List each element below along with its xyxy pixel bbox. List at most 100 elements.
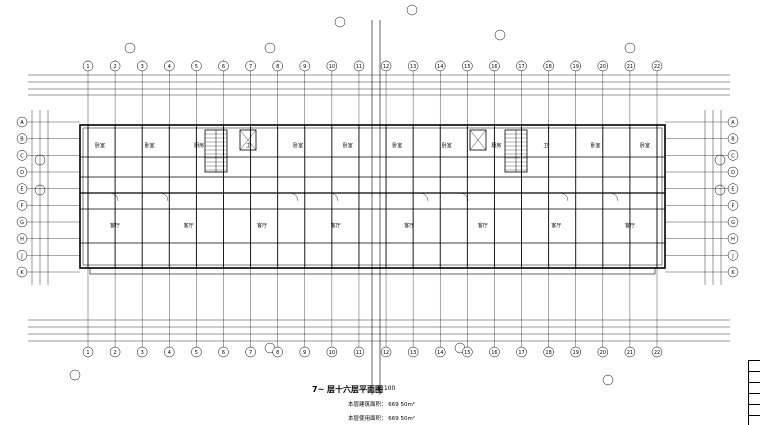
room-label: 客厅	[478, 222, 488, 229]
axis-label: C	[20, 153, 24, 159]
callout-circle	[714, 154, 726, 166]
axis-bubble	[191, 60, 202, 72]
axis-label: 15	[464, 64, 470, 70]
axis-label: 5	[195, 64, 198, 70]
axis-bubble	[16, 150, 28, 161]
balcony	[89, 267, 656, 275]
axis-bubble	[272, 60, 283, 72]
room-label: 卧室	[590, 142, 600, 149]
axis-bubble	[16, 200, 28, 211]
axis-label: 6	[222, 64, 225, 70]
callout-circle	[624, 42, 636, 54]
axis-label: 11	[356, 350, 362, 356]
axis-label: A	[20, 120, 24, 126]
room-label: 客厅	[257, 222, 267, 229]
callout-circle	[264, 42, 276, 54]
room-label: 厨房	[194, 142, 204, 149]
axis-bubble	[570, 346, 581, 358]
axis-label: 9	[303, 350, 306, 356]
axis-label: H	[731, 237, 735, 243]
axis-label: J	[20, 253, 22, 259]
axis-label: 19	[573, 64, 579, 70]
door-swing	[159, 192, 169, 202]
axis-bubble	[543, 346, 554, 358]
axis-bubble	[380, 60, 392, 72]
callout-circle	[406, 4, 418, 16]
axis-bubble	[434, 60, 446, 72]
room-label: 客厅	[625, 222, 635, 229]
axis-label: 15	[464, 350, 470, 356]
axis-label: 16	[491, 64, 497, 70]
axis-label: 16	[491, 350, 497, 356]
elevator-shaft	[239, 129, 257, 151]
axis-bubble	[109, 60, 121, 72]
axis-bubble	[489, 60, 500, 72]
axis-bubble	[516, 346, 527, 358]
room-labels: 卧室卧室厨房卫卧室卧室卧室卧室厨房卫卧室卧室客厅客厅客厅客厅客厅客厅客厅客厅	[95, 142, 650, 229]
axis-bubble	[727, 166, 739, 178]
room-label: 卧室	[442, 142, 452, 149]
axis-label: 21	[627, 64, 633, 70]
room-label: 卫	[246, 143, 251, 149]
axis-bubble	[16, 233, 28, 244]
axis-bubble	[727, 116, 739, 128]
axis-bubble	[245, 346, 256, 358]
axis-bubble	[727, 150, 739, 161]
axis-bubble	[109, 346, 121, 358]
elevator-cross	[469, 129, 487, 151]
outer-wall-inner	[82, 127, 663, 266]
axis-label: H	[20, 237, 24, 243]
plan-linework	[20, 4, 735, 395]
drawing-scale: 1:100	[378, 385, 396, 392]
axis-bubble	[16, 133, 28, 144]
room-label: 客厅	[551, 222, 561, 229]
axis-label: 14	[437, 350, 443, 356]
axis-bubble	[407, 60, 419, 72]
door-swing	[459, 192, 469, 202]
axis-bubble	[651, 346, 663, 358]
axis-label: 4	[168, 64, 171, 70]
axis-label: 9	[303, 64, 306, 70]
axis-bubble	[651, 60, 663, 72]
elevator-cross	[239, 129, 257, 151]
axis-bubble	[191, 346, 202, 358]
usable-area-line: 本层使用面积： 669 50m²	[348, 416, 416, 422]
axis-label: 7	[249, 350, 252, 356]
axis-bubble	[462, 346, 473, 358]
axis-label: 12	[383, 64, 389, 70]
axis-label: B	[20, 137, 24, 143]
callout-circle	[494, 29, 506, 41]
axis-bubble	[727, 266, 739, 278]
axis-label: 17	[518, 64, 524, 70]
axis-label: E	[731, 187, 734, 193]
callout-circle	[714, 184, 726, 196]
room-label: 卧室	[95, 142, 105, 149]
axis-label: K	[20, 270, 24, 276]
axis-label: 7	[249, 64, 252, 70]
outer-wall	[79, 124, 666, 269]
room-label: 卫	[543, 143, 548, 149]
axis-bubble	[380, 346, 392, 358]
door-swing	[559, 192, 569, 202]
axis-label: G	[20, 220, 24, 226]
room-label: 卧室	[293, 142, 303, 149]
axis-bubble	[16, 216, 28, 228]
axis-bubble	[16, 266, 28, 278]
axis-bubble	[82, 346, 94, 358]
axis-bubble	[489, 346, 500, 358]
drawing-title: 7~ 层十六层平面图	[312, 385, 384, 394]
axis-bubble	[727, 183, 739, 194]
axis-label: F	[732, 203, 735, 209]
top-axis-labels: 1122334455667788991010111112121313141415…	[82, 60, 663, 358]
axis-bubble	[16, 250, 28, 261]
room-label: 厨房	[491, 142, 501, 149]
axis-bubble	[727, 250, 739, 261]
room-label: 卧室	[343, 142, 353, 149]
axis-label: 20	[600, 350, 606, 356]
building-area-line: 本层建筑面积： 669 50m²	[348, 402, 416, 408]
callout-circle	[124, 42, 136, 54]
callout-circle	[602, 374, 614, 386]
